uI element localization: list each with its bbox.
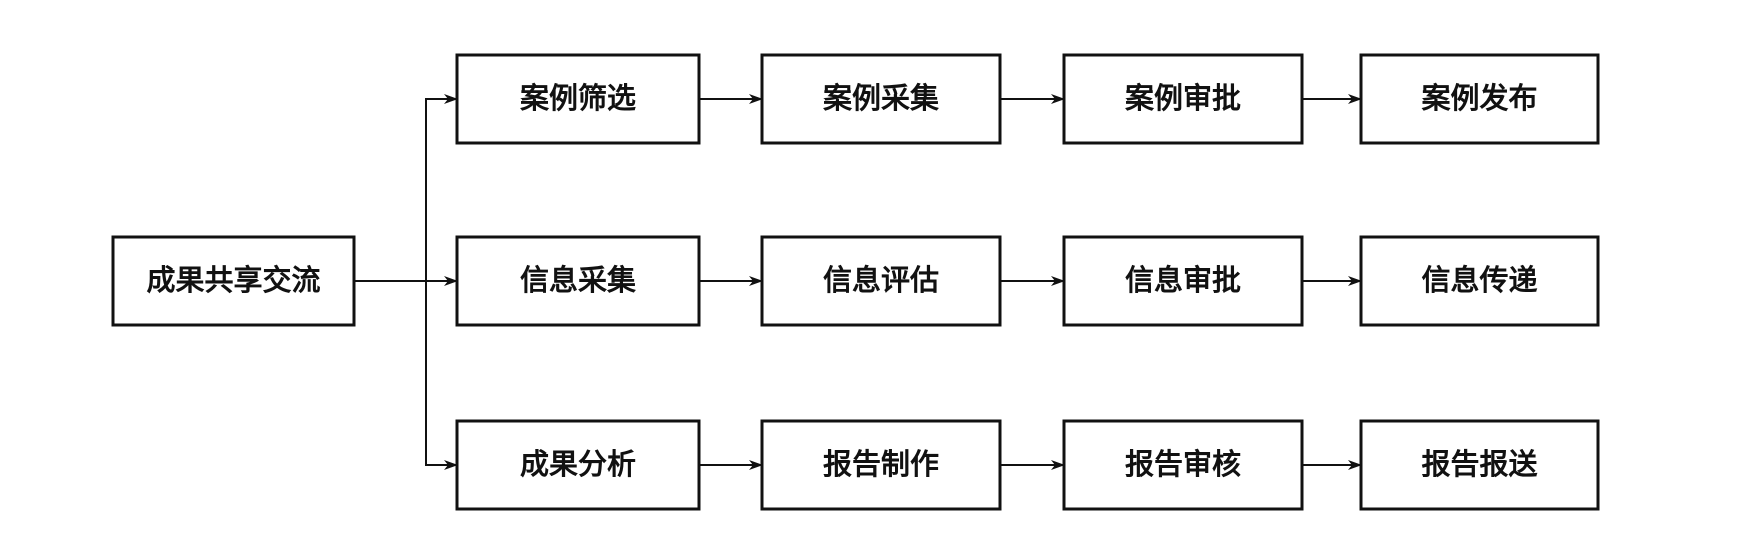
step-report-review-label: 报告审核 bbox=[1125, 447, 1241, 481]
step-case-screening: 案例筛选 bbox=[455, 53, 701, 145]
step-report-submission-box bbox=[1359, 419, 1600, 511]
step-case-approval-box bbox=[1062, 53, 1304, 145]
step-report-submission-label: 报告报送 bbox=[1421, 447, 1537, 481]
root-node: 成果共享交流 bbox=[111, 235, 356, 327]
root-node-box bbox=[111, 235, 356, 327]
step-report-review-box bbox=[1062, 419, 1304, 511]
connectors bbox=[354, 94, 1362, 470]
step-report-production: 报告制作 bbox=[760, 419, 1002, 511]
step-case-screening-box bbox=[455, 53, 701, 145]
step-result-analysis-box bbox=[455, 419, 701, 511]
step-case-collection: 案例采集 bbox=[760, 53, 1002, 145]
step-info-transmission: 信息传递 bbox=[1359, 235, 1600, 327]
step-info-transmission-box bbox=[1359, 235, 1600, 327]
step-result-analysis-label: 成果分析 bbox=[520, 447, 636, 481]
step-info-approval-box bbox=[1062, 235, 1304, 327]
step-report-production-label: 报告制作 bbox=[823, 447, 939, 481]
step-info-collection-label: 信息采集 bbox=[520, 263, 637, 297]
branch-arrow-row-case bbox=[425, 94, 458, 281]
branch-arrow-row-report bbox=[425, 281, 458, 470]
step-case-approval-label: 案例审批 bbox=[1125, 81, 1241, 115]
step-case-approval: 案例审批 bbox=[1062, 53, 1304, 145]
step-case-release-box bbox=[1359, 53, 1600, 145]
step-report-review: 报告审核 bbox=[1062, 419, 1304, 511]
step-info-approval: 信息审批 bbox=[1062, 235, 1304, 327]
step-info-approval-label: 信息审批 bbox=[1125, 263, 1241, 297]
step-case-release: 案例发布 bbox=[1359, 53, 1600, 145]
step-info-collection-box bbox=[455, 235, 701, 327]
step-report-production-box bbox=[760, 419, 1002, 511]
step-case-collection-box bbox=[760, 53, 1002, 145]
step-case-collection-label: 案例采集 bbox=[823, 81, 940, 115]
step-info-evaluation-label: 信息评估 bbox=[823, 263, 939, 297]
step-info-evaluation: 信息评估 bbox=[760, 235, 1002, 327]
step-info-collection: 信息采集 bbox=[455, 235, 701, 327]
step-case-screening-label: 案例筛选 bbox=[520, 81, 636, 115]
step-report-submission: 报告报送 bbox=[1359, 419, 1600, 511]
step-info-transmission-label: 信息传递 bbox=[1421, 263, 1537, 297]
step-info-evaluation-box bbox=[760, 235, 1002, 327]
step-result-analysis: 成果分析 bbox=[455, 419, 701, 511]
step-case-release-label: 案例发布 bbox=[1421, 81, 1537, 115]
root-node-label: 成果共享交流 bbox=[146, 263, 320, 297]
